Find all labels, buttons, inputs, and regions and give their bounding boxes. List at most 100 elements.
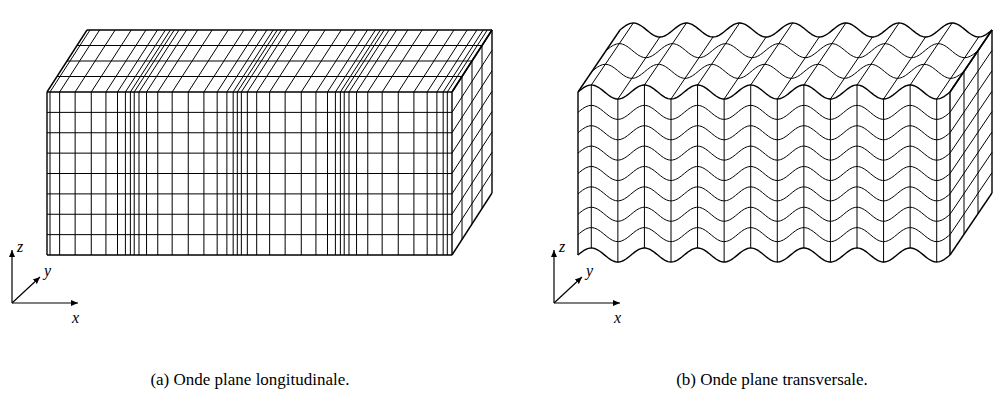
grid-line (67, 61, 472, 62)
grid-line (857, 85, 858, 248)
grid-line (804, 23, 846, 85)
grid-line (47, 214, 452, 215)
grid-line (452, 132, 492, 194)
grid-line (130, 92, 131, 255)
grid-line (950, 71, 992, 133)
wave-line (578, 248, 950, 262)
grid-line (157, 92, 158, 255)
grid-line (950, 193, 992, 255)
grid-line (452, 50, 492, 112)
grid-line (285, 92, 286, 255)
grid-line (910, 23, 952, 85)
grid-line (398, 92, 399, 255)
grid-line (188, 92, 189, 255)
grid-line (46, 92, 47, 255)
wave-line (620, 23, 992, 37)
grid-line (382, 92, 383, 255)
grid-line (77, 45, 482, 46)
grid-line (344, 92, 345, 255)
grid-line (241, 92, 242, 255)
grid-line (452, 112, 492, 174)
wave-line (578, 146, 950, 160)
wave-line (578, 187, 950, 201)
wave-line (578, 126, 950, 140)
axis-label: z (559, 238, 565, 256)
grid-line (226, 92, 227, 255)
grid-line (146, 92, 147, 255)
grid-line (315, 92, 316, 255)
grid-line (830, 37, 872, 99)
grid-line (47, 173, 452, 174)
x-axis (12, 302, 78, 303)
grid-line (47, 91, 452, 92)
grid-line (367, 92, 368, 255)
grid-line (348, 92, 349, 255)
grid-line (950, 30, 992, 92)
grid-line (301, 92, 302, 255)
grid-line (125, 92, 126, 255)
figure-caption: (a) Onde plane longitudinale. (150, 371, 349, 390)
grid-line (937, 37, 979, 99)
grid-line (950, 30, 992, 92)
grid-line (443, 92, 444, 255)
grid-line (591, 23, 633, 85)
grid-line (247, 92, 248, 255)
grid-line (134, 92, 135, 255)
y-axis (554, 277, 582, 303)
grid-line (698, 23, 740, 85)
grid-line (671, 99, 672, 262)
grid-line (578, 30, 620, 92)
grid-line (618, 37, 660, 99)
grid-line (644, 85, 645, 248)
x-axis (554, 302, 620, 303)
z-axis (553, 250, 554, 303)
y-axis (12, 277, 40, 303)
grid-line (327, 92, 328, 255)
grid-line (452, 193, 492, 255)
grid-line (237, 92, 238, 255)
grid-line (340, 92, 341, 255)
longitudinal-block (47, 30, 492, 255)
grid-line (269, 92, 270, 255)
grid-line (47, 112, 452, 113)
grid-line (950, 50, 992, 112)
grid-line (47, 153, 452, 154)
grid-line (452, 173, 492, 235)
transverse-block (578, 23, 992, 262)
grid-line (950, 91, 992, 153)
grid-line (950, 132, 992, 194)
grid-line (117, 92, 118, 255)
grid-line (427, 92, 428, 255)
grid-line (452, 91, 492, 153)
wave-line (578, 85, 950, 99)
axis-label: y (586, 262, 593, 280)
grid-line (50, 92, 51, 255)
grid-line (87, 29, 492, 30)
grid-line (724, 37, 766, 99)
grid-line (777, 37, 819, 99)
grid-line (172, 92, 173, 255)
grid-line (577, 92, 578, 255)
grid-line (884, 37, 926, 99)
axis-label: y (44, 262, 51, 280)
grid-line (777, 99, 778, 262)
grid-line (75, 92, 76, 255)
grid-line (452, 71, 492, 133)
grid-line (203, 92, 204, 255)
grid-line (950, 152, 992, 214)
axis-label: x (72, 309, 79, 327)
grid-line (57, 76, 462, 77)
wave-line (606, 44, 978, 58)
grid-line (105, 92, 106, 255)
grid-line (47, 234, 452, 235)
wave-line (578, 207, 950, 221)
grid-line (436, 92, 437, 255)
grid-line (452, 152, 492, 214)
grid-line (750, 85, 751, 248)
grid-line (91, 92, 92, 255)
grid-line (138, 92, 139, 255)
grid-line (671, 37, 713, 99)
axis-label: z (17, 238, 23, 256)
grid-line (59, 92, 60, 255)
